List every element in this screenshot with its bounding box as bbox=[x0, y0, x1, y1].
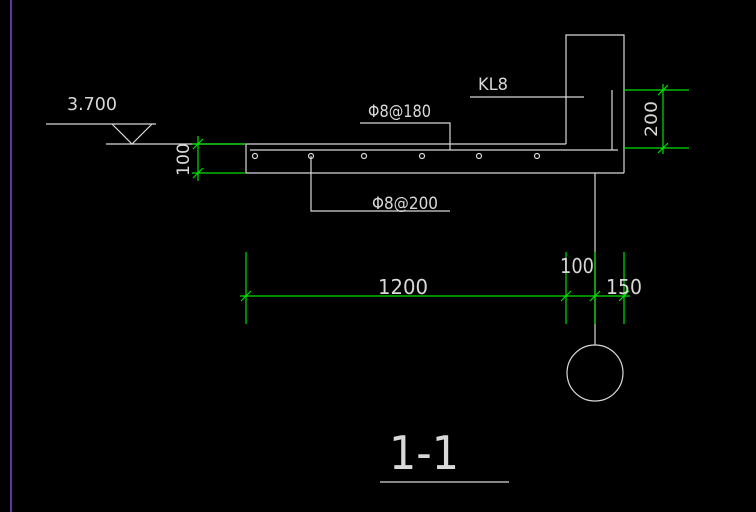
beam-outline bbox=[565, 34, 625, 173]
slab-outline bbox=[245, 143, 624, 174]
slab-thickness-dimension bbox=[192, 136, 246, 181]
beam-height-dimension bbox=[624, 84, 689, 154]
beam-offset-label: 100 bbox=[560, 254, 594, 278]
beam-width-label: 150 bbox=[606, 275, 642, 299]
cantilever-length-label: 1200 bbox=[378, 275, 428, 299]
top-rebar-label: Φ8@180 bbox=[368, 102, 431, 122]
beam-label: KL8 bbox=[478, 75, 508, 95]
rebar-dot bbox=[475, 152, 483, 160]
rebar-dot bbox=[360, 152, 368, 160]
distribution-rebar-label: Φ8@200 bbox=[372, 194, 438, 214]
slab-rebar bbox=[250, 90, 618, 151]
beam-height-label: 200 bbox=[642, 101, 662, 137]
elevation-label: 3.700 bbox=[67, 94, 117, 115]
rebar-dot bbox=[418, 152, 426, 160]
rebar-dot bbox=[533, 152, 541, 160]
slab-thickness-label: 100 bbox=[174, 143, 194, 176]
horizontal-dimension-chain bbox=[240, 252, 630, 324]
rebar-dot bbox=[251, 152, 259, 160]
axis-bubble bbox=[566, 344, 624, 402]
section-title: 1-1 bbox=[389, 426, 459, 480]
